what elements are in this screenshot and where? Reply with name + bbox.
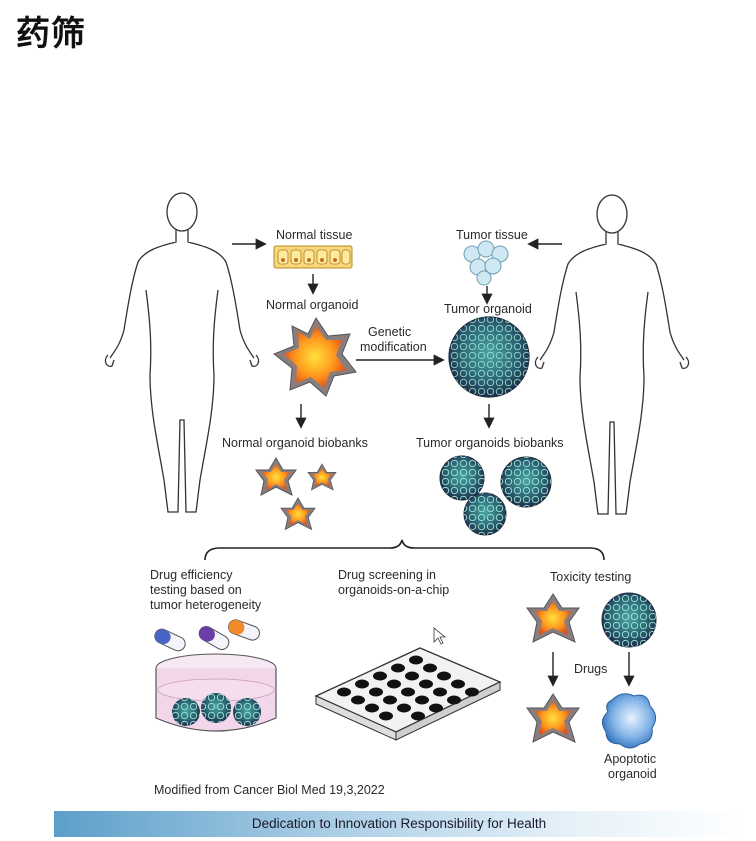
normal-organoid-icon: [273, 317, 357, 397]
label-drug-screening-2: organoids-on-a-chip: [338, 583, 450, 597]
normal-biobank-icons: [255, 457, 337, 531]
human-silhouette-right: [534, 194, 690, 515]
label-apoptotic-2: organoid: [608, 767, 657, 781]
label-tumor-biobanks: Tumor organoids biobanks: [416, 436, 564, 450]
toxicity-tumor-organoid-icon: [601, 592, 657, 648]
label-toxicity-testing: Toxicity testing: [550, 570, 632, 584]
label-apoptotic-1: Apoptotic: [604, 752, 657, 766]
label-normal-biobanks: Normal organoid biobanks: [222, 436, 368, 450]
label-genetic-1: Genetic: [368, 325, 412, 339]
normal-tissue-icon: [273, 245, 353, 269]
slide-title: 药筛: [16, 14, 86, 54]
label-tumor-tissue: Tumor tissue: [456, 228, 528, 242]
toxicity-result-organoid-icon: [526, 693, 580, 743]
toxicity-normal-organoid-icon: [526, 593, 580, 643]
well-plate-chip-icon: [314, 627, 502, 741]
cursor-icon: [433, 627, 447, 645]
label-tumor-organoid: Tumor organoid: [444, 302, 532, 316]
footer-band: Dedication to Innovation Responsibility …: [54, 811, 744, 837]
tumor-biobank-icons: [439, 455, 552, 536]
human-silhouette-left: [104, 192, 260, 513]
tumor-tissue-icon: [463, 240, 509, 286]
label-drug-screening-1: Drug screening in: [338, 568, 436, 582]
label-drug-efficiency-1: Drug efficiency: [150, 568, 233, 582]
petri-dish-icon: [155, 653, 277, 732]
label-drugs: Drugs: [574, 662, 608, 676]
footer-slogan: Dedication to Innovation Responsibility …: [251, 816, 547, 831]
label-normal-organoid: Normal organoid: [266, 298, 359, 312]
citation: Modified from Cancer Biol Med 19,3,2022: [154, 783, 385, 797]
label-drug-efficiency-3: tumor heterogeneity: [150, 598, 262, 612]
brace: [204, 539, 605, 561]
pill-icons: [154, 619, 260, 652]
tumor-organoid-icon: [448, 316, 530, 398]
apoptotic-organoid-icon: [602, 693, 656, 749]
label-normal-tissue: Normal tissue: [276, 228, 353, 242]
label-genetic-2: modification: [360, 340, 427, 354]
label-drug-efficiency-2: testing based on: [150, 583, 242, 597]
